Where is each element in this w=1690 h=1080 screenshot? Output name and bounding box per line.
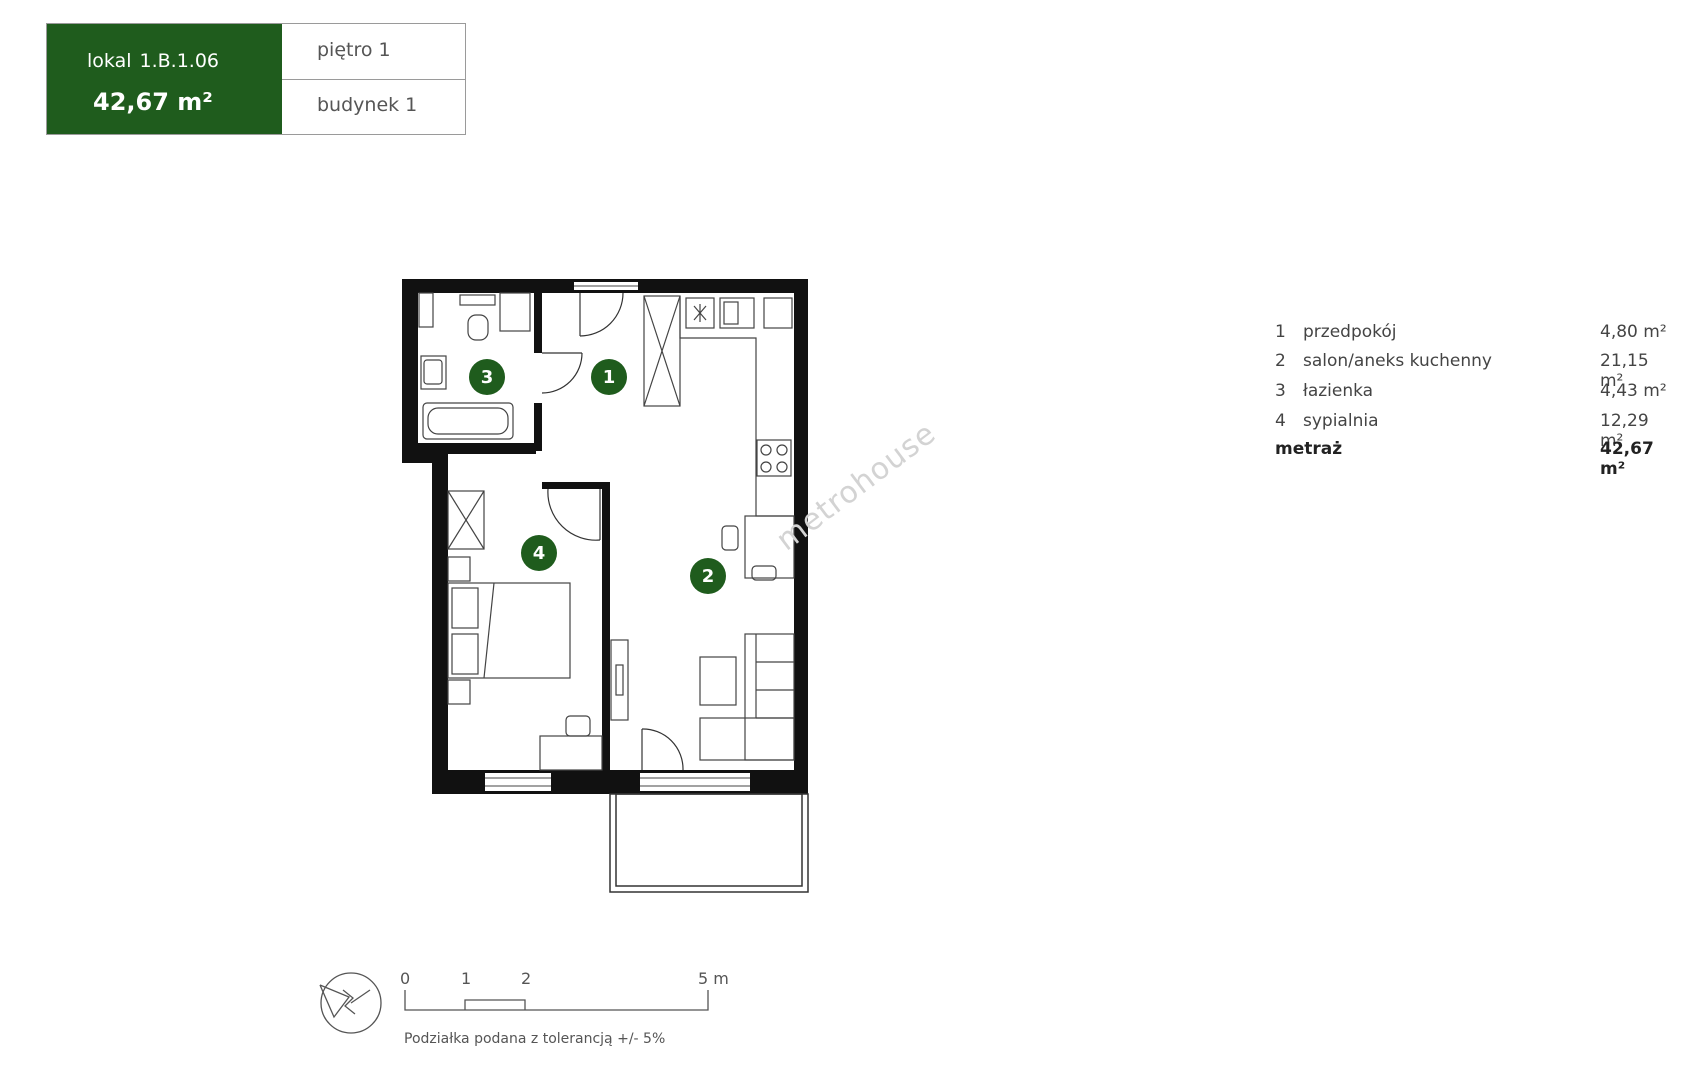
building-cell: budynek 1 <box>282 79 465 134</box>
room-marker-3 <box>469 359 505 395</box>
desk-chair <box>565 715 591 737</box>
window-openings <box>485 282 750 791</box>
wall-wardrobe-top <box>448 448 536 454</box>
fridge <box>763 297 793 329</box>
room-marker-label: 4 <box>533 543 546 564</box>
toilet-bowl <box>467 314 489 341</box>
radiator-bath <box>418 292 434 328</box>
living-furniture <box>610 633 795 761</box>
legend-total-area: 42,67 m² <box>1600 439 1654 479</box>
bedroom-wardrobe <box>447 490 485 550</box>
door-entry <box>579 292 624 337</box>
room-marker-2 <box>690 558 726 594</box>
wall-bed-right <box>602 482 610 770</box>
wall-right <box>794 279 808 794</box>
legend-room-area: 12,29 m² <box>1600 411 1649 451</box>
wall-bath-hall-upper <box>534 293 542 353</box>
floor-cell: piętro 1 <box>282 24 465 80</box>
legend-room-name: sypialnia <box>1303 411 1379 431</box>
room-marker-label: 1 <box>603 367 616 388</box>
washbasin <box>420 355 447 390</box>
door-balcony <box>641 728 684 771</box>
kitchen <box>679 296 795 581</box>
legend-room-number: 2 <box>1275 351 1286 371</box>
unit-id: lokal 1.B.1.06 <box>87 50 219 72</box>
interior-walls <box>418 293 610 770</box>
unit-summary-panel: lokal 1.B.1.06 42,67 m² <box>47 24 282 134</box>
unit-label: lokal <box>87 50 132 72</box>
legend-room-number: 4 <box>1275 411 1286 431</box>
scale-tick-label: 0 <box>400 969 411 988</box>
chair <box>751 565 777 581</box>
sink <box>719 297 755 329</box>
wall-left-bathroom <box>402 279 418 463</box>
wall-bath-hall-lower <box>534 403 542 450</box>
legend-room-number: 3 <box>1275 381 1286 401</box>
north-compass-icon <box>319 972 382 1034</box>
extractor <box>685 297 715 329</box>
balcony <box>609 793 809 893</box>
unit-header: lokal 1.B.1.06 42,67 m² piętro 1 budynek … <box>46 23 466 135</box>
scale-bar <box>404 990 709 1011</box>
legend-row: 3 łazienka 4,43 m² <box>1275 381 1675 409</box>
legend-room-name: przedpokój <box>1303 322 1397 342</box>
toilet-tank <box>459 294 496 306</box>
bathroom-fixtures <box>418 292 531 440</box>
balcony-door <box>640 773 750 791</box>
room-markers: 1 2 3 4 <box>469 359 726 594</box>
legend-room-area: 21,15 m² <box>1600 351 1649 391</box>
room-marker-1 <box>591 359 627 395</box>
sofa <box>744 633 795 761</box>
nightstand <box>447 556 471 582</box>
legend-room-name: łazienka <box>1303 381 1374 401</box>
scale-tick-label: 5 m <box>698 969 729 988</box>
legend-total-label: metraż <box>1275 439 1343 459</box>
door-bedroom <box>547 488 601 541</box>
legend-room-number: 1 <box>1275 322 1286 342</box>
legend-row: 4 sypialnia 12,29 m² <box>1275 411 1675 451</box>
wall-bath-bottom <box>418 443 542 451</box>
stove <box>756 439 792 477</box>
bed <box>447 582 571 679</box>
room-marker-label: 2 <box>702 566 715 587</box>
nightstand <box>447 679 471 705</box>
legend-row: 2 salon/aneks kuchenny 21,15 m² <box>1275 351 1675 391</box>
window-lines <box>485 285 750 787</box>
window-bedroom <box>485 773 551 791</box>
chair <box>721 525 739 551</box>
coffee-table <box>699 656 737 706</box>
legend-room-area: 4,43 m² <box>1600 381 1667 401</box>
scale-tick-label: 2 <box>521 969 532 988</box>
scale-tolerance-note: Podziałka podana z tolerancją +/- 5% <box>404 1031 666 1047</box>
legend-total-row: metraż 42,67 m² <box>1275 439 1675 479</box>
room-marker-label: 3 <box>481 367 494 388</box>
dining-table <box>744 515 795 579</box>
unit-area: 42,67 m² <box>93 88 213 116</box>
unit-number: 1.B.1.06 <box>139 50 220 72</box>
tv-unit <box>610 639 629 721</box>
bedroom-furniture <box>447 490 603 771</box>
hall-wardrobe <box>643 295 681 407</box>
legend-row: 1 przedpokój 4,80 m² <box>1275 322 1675 350</box>
wall-left-bedroom <box>432 450 448 794</box>
building-label: budynek 1 <box>317 94 418 116</box>
room-marker-4 <box>521 535 557 571</box>
legend-room-area: 4,80 m² <box>1600 322 1667 342</box>
door-bathroom <box>541 352 583 394</box>
wall-bed-top <box>542 482 610 489</box>
floor-label: piętro 1 <box>317 39 391 61</box>
bathtub <box>422 402 514 440</box>
scale-tick-label: 1 <box>461 969 472 988</box>
desk <box>539 735 603 771</box>
doors <box>541 292 684 771</box>
washer <box>499 292 531 332</box>
legend-room-name: salon/aneks kuchenny <box>1303 351 1492 371</box>
